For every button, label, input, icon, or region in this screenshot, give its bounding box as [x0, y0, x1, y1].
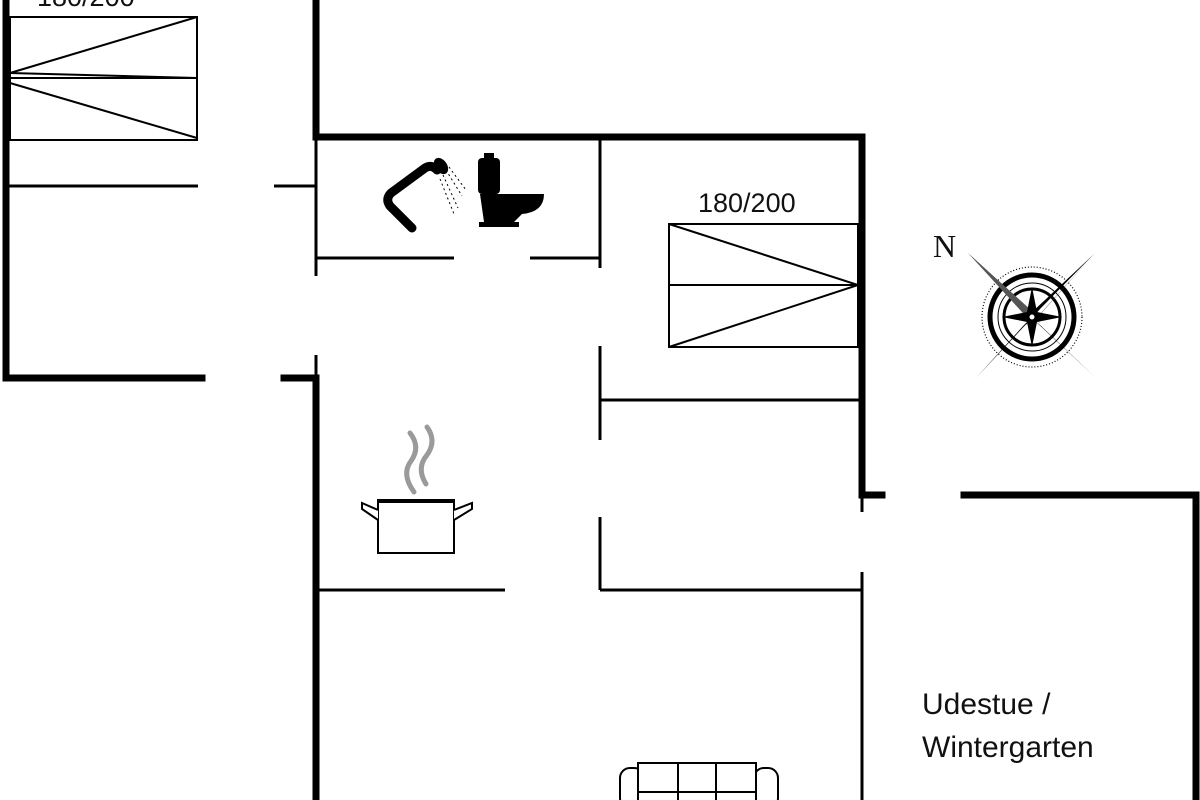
interior-walls — [6, 137, 864, 800]
bed-icon — [668, 223, 862, 348]
sofa-icon — [619, 762, 779, 800]
compass-rose-icon — [968, 253, 1096, 378]
bed-right-size-label: 180/200 — [698, 188, 796, 218]
bed-icon — [9, 16, 198, 141]
compass-north-label: N — [933, 228, 956, 264]
toilet-icon — [478, 153, 544, 227]
shower-icon — [383, 157, 467, 233]
bed-top-left-size-label: 180/200 — [37, 0, 135, 12]
cooking-pot-icon — [361, 424, 473, 554]
conservatory-label-line2: Wintergarten — [922, 731, 1094, 764]
conservatory-label-line1: Udestue / — [922, 688, 1051, 721]
